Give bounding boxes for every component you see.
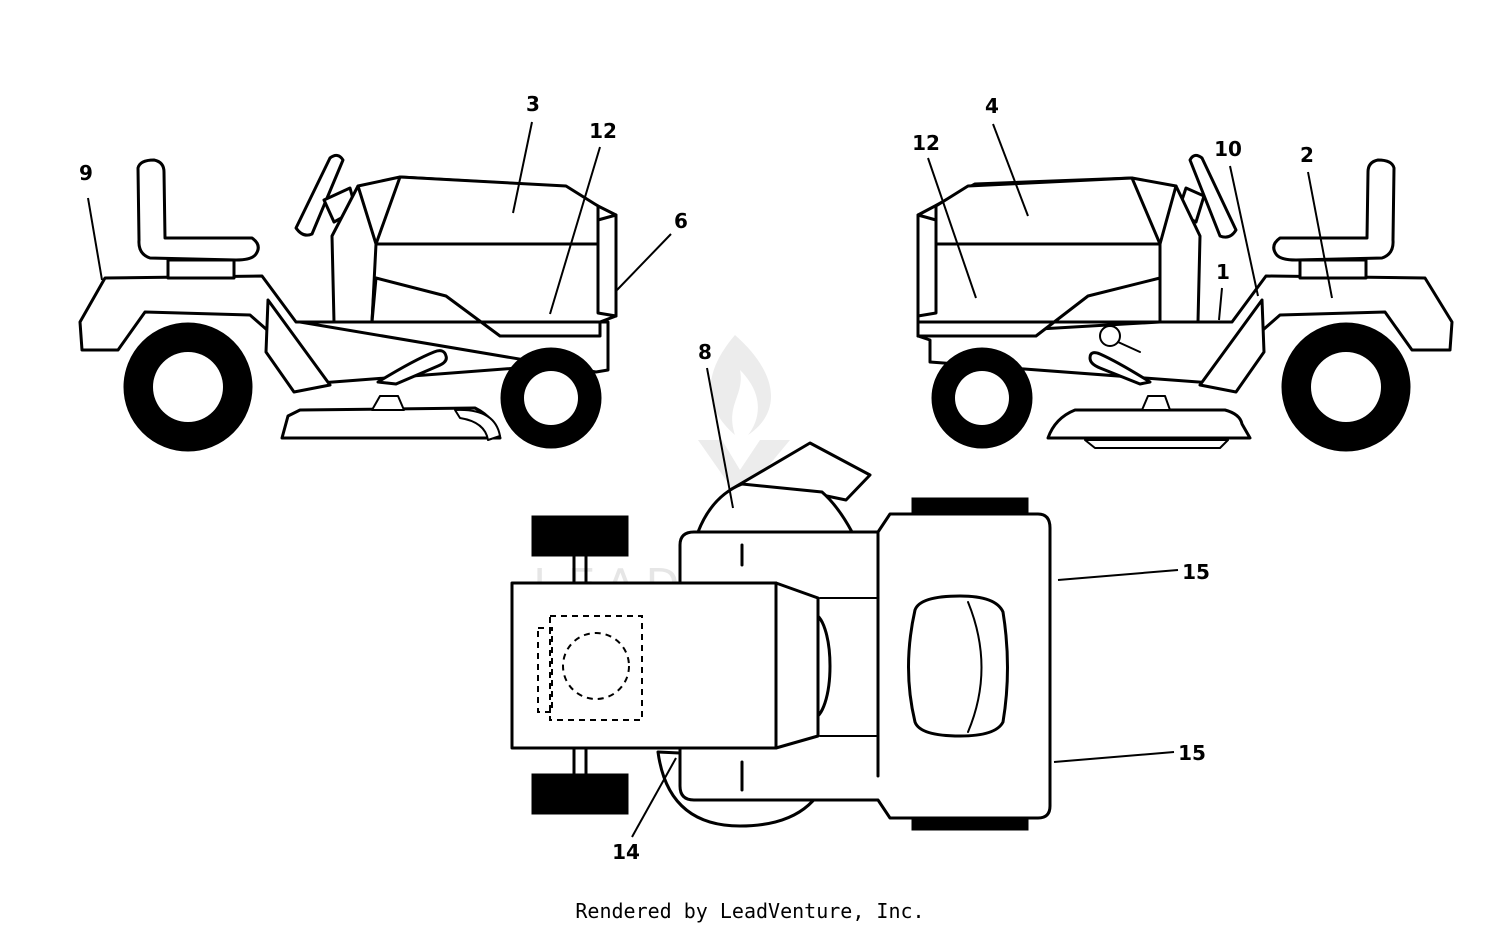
top-view-engine-circle <box>562 632 630 700</box>
callout-15-top: 15 <box>1182 560 1210 584</box>
right-key <box>1099 325 1121 347</box>
right-mower-deck <box>1046 408 1252 440</box>
right-steering-wheel <box>1188 153 1238 239</box>
top-view-engine-outline <box>537 627 553 713</box>
callout-9: 9 <box>79 161 93 185</box>
callout-10: 10 <box>1214 137 1242 161</box>
callout-4: 4 <box>985 94 999 118</box>
top-view-front-tire-top <box>531 515 629 557</box>
top-view <box>510 441 1052 831</box>
left-view-callouts: 9 3 12 6 <box>79 92 688 315</box>
top-view-hood <box>510 581 820 750</box>
callout-2: 2 <box>1300 143 1314 167</box>
footer-credit: Rendered by LeadVenture, Inc. <box>575 899 924 923</box>
callout-15-bottom: 15 <box>1178 741 1206 765</box>
top-view-seat <box>907 594 1009 738</box>
right-seat <box>1272 158 1396 262</box>
callout-8: 8 <box>698 340 712 364</box>
left-steering-wheel <box>294 153 345 237</box>
callout-14: 14 <box>612 840 640 864</box>
callout-1: 1 <box>1216 260 1230 284</box>
right-rear-fender <box>916 274 1454 385</box>
callout-6: 6 <box>674 209 688 233</box>
left-side-view <box>78 153 618 452</box>
right-view-callouts: 4 12 10 2 1 <box>912 94 1333 321</box>
left-seat <box>136 158 260 262</box>
watermark-logo <box>698 335 790 500</box>
top-view-callouts: 8 15 15 14 <box>612 340 1210 864</box>
callout-12-left: 12 <box>589 119 617 143</box>
callout-3: 3 <box>526 92 540 116</box>
right-side-view <box>916 153 1454 452</box>
callout-12-right: 12 <box>912 131 940 155</box>
top-view-front-tire-bottom <box>531 773 629 815</box>
